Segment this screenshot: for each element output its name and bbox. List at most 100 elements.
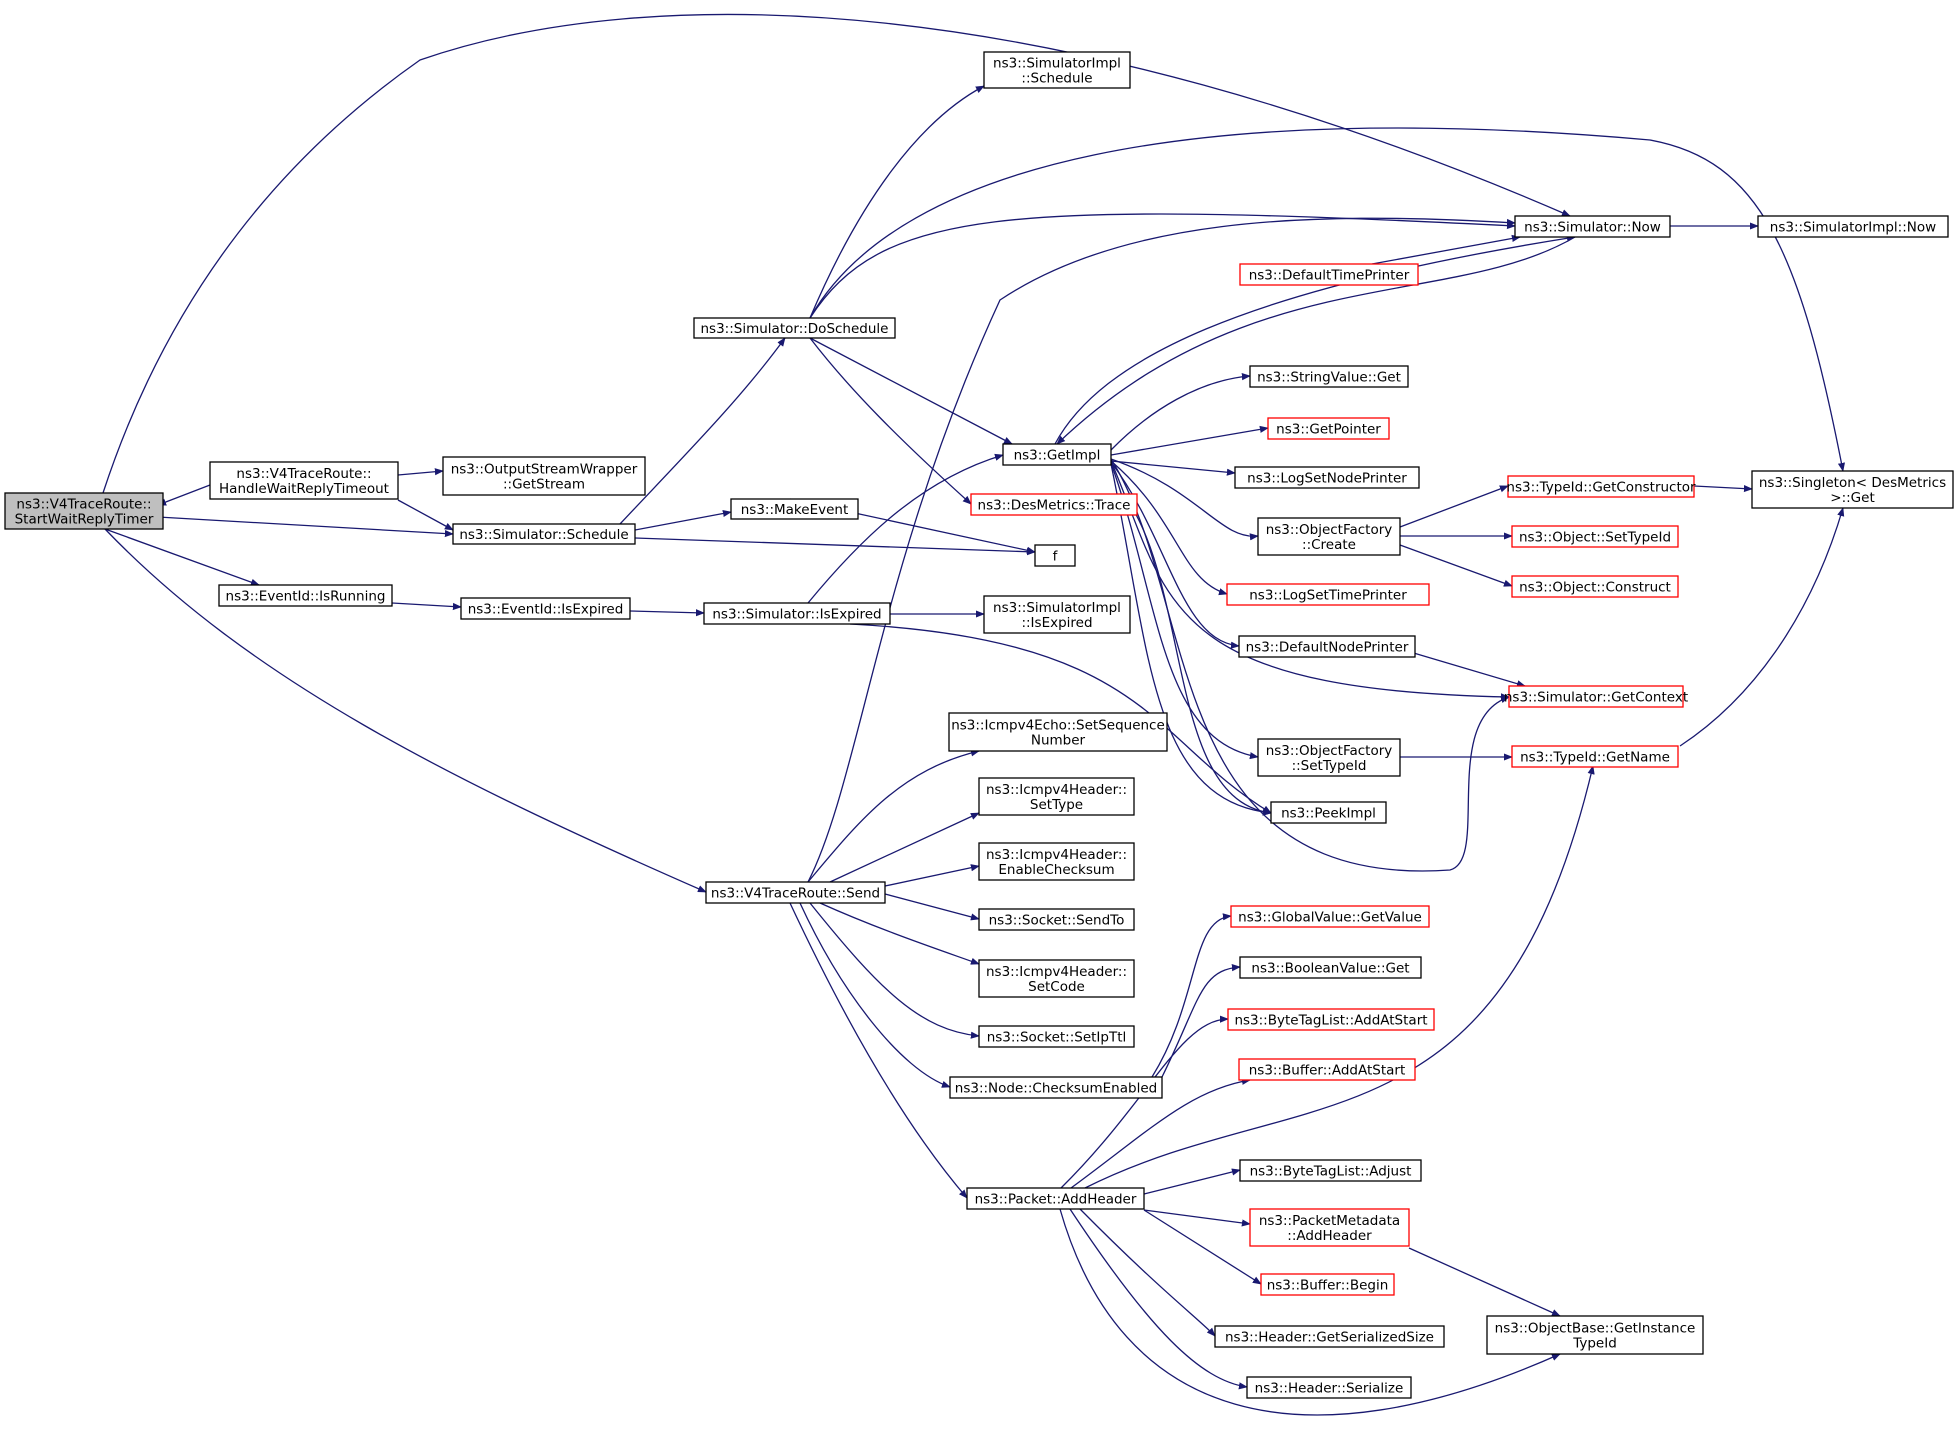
- call-edge-50: [799, 902, 951, 1088]
- node-label: ns3::MakeEvent: [741, 502, 849, 518]
- node-label: ns3::SimulatorImpl: [993, 56, 1121, 72]
- call-edge-18: [1054, 234, 1576, 445]
- node-box: [1511, 745, 1679, 768]
- node-handle[interactable]: ns3::V4TraceRoute::HandleWaitReplyTimeou…: [209, 461, 399, 500]
- call-edge-24: [1110, 458, 1259, 541]
- node-isexpired[interactable]: ns3::EventId::IsExpired: [460, 597, 631, 620]
- node-label: ns3::Node::ChecksumEnabled: [955, 1081, 1157, 1097]
- node-label: ns3::EventId::IsRunning: [226, 589, 386, 605]
- node-getcontext[interactable]: ns3::Simulator::GetContext: [1504, 685, 1688, 708]
- node-box: [1507, 475, 1695, 498]
- node-simexpired[interactable]: ns3::Simulator::IsExpired: [703, 602, 891, 625]
- node-box: [978, 959, 1135, 998]
- node-label: StartWaitReplyTimer: [15, 512, 154, 528]
- node-now[interactable]: ns3::Simulator::Now: [1514, 215, 1671, 238]
- node-f[interactable]: f: [1034, 544, 1076, 567]
- call-edge-54: [1060, 1015, 1229, 1189]
- node-box: [1514, 215, 1671, 238]
- call-edge-3: [397, 499, 454, 531]
- node-makeevent[interactable]: ns3::MakeEvent: [730, 498, 859, 520]
- node-box: [693, 317, 896, 339]
- call-edge-53: [1161, 964, 1241, 1078]
- node-enablecs[interactable]: ns3::Icmpv4Header::EnableChecksum: [978, 842, 1135, 881]
- call-edge-14: [809, 213, 1516, 319]
- call-edge-32: [1056, 236, 1576, 445]
- node-logtime[interactable]: ns3::LogSetTimePrinter: [1226, 583, 1430, 606]
- node-peekimpl[interactable]: ns3::PeekImpl: [1270, 801, 1387, 824]
- node-lognode[interactable]: ns3::LogSetNodePrinter: [1234, 466, 1420, 489]
- node-setipttl[interactable]: ns3::Socket::SetIpTtl: [978, 1025, 1135, 1048]
- node-implsched[interactable]: ns3::SimulatorImpl::Schedule: [983, 51, 1131, 89]
- node-implexpired[interactable]: ns3::SimulatorImpl::IsExpired: [983, 595, 1131, 634]
- node-deftime[interactable]: ns3::DefaultTimePrinter: [1239, 263, 1419, 286]
- node-getstream[interactable]: ns3::OutputStreamWrapper::GetStream: [442, 456, 646, 496]
- call-edge-45: [829, 812, 980, 883]
- node-bufbegin[interactable]: ns3::Buffer::Begin: [1260, 1273, 1395, 1296]
- node-getpointer[interactable]: ns3::GetPointer: [1267, 417, 1390, 440]
- node-label: ns3::EventId::IsExpired: [468, 602, 624, 618]
- node-label: ns3::GetImpl: [1014, 448, 1101, 464]
- call-edge-7: [634, 509, 732, 531]
- node-isrunning[interactable]: ns3::EventId::IsRunning: [218, 584, 393, 607]
- node-singleton[interactable]: ns3::Singleton< DesMetrics>::Get: [1751, 470, 1954, 509]
- node-stringget[interactable]: ns3::StringValue::Get: [1249, 365, 1409, 388]
- node-getimpl[interactable]: ns3::GetImpl: [1002, 443, 1112, 466]
- node-pmaddheader[interactable]: ns3::PacketMetadata::AddHeader: [1249, 1208, 1410, 1247]
- node-sendto[interactable]: ns3::Socket::SendTo: [978, 908, 1135, 931]
- node-label: ::Schedule: [1021, 71, 1092, 87]
- node-settype[interactable]: ns3::Icmpv4Header::SetType: [978, 777, 1135, 816]
- node-hdrser[interactable]: ns3::Header::Serialize: [1246, 1376, 1412, 1399]
- node-box: [983, 51, 1131, 89]
- node-getctor[interactable]: ns3::TypeId::GetConstructor: [1506, 475, 1696, 498]
- node-getvalue[interactable]: ns3::GlobalValue::GetValue: [1230, 905, 1430, 928]
- call-edge-15: [809, 127, 1845, 472]
- call-edge-44: [807, 749, 980, 883]
- node-box: [1238, 635, 1416, 658]
- node-setcode[interactable]: ns3::Icmpv4Header::SetCode: [978, 959, 1135, 998]
- call-edge-62: [1059, 1208, 1561, 1416]
- node-box: [1239, 263, 1419, 286]
- node-ofcreate[interactable]: ns3::ObjectFactory::Create: [1257, 517, 1401, 556]
- node-hdrsize[interactable]: ns3::Header::GetSerializedSize: [1214, 1325, 1445, 1348]
- node-getname[interactable]: ns3::TypeId::GetName: [1511, 745, 1679, 768]
- node-construct[interactable]: ns3::Object::Construct: [1511, 575, 1679, 598]
- node-label: ns3::Packet::AddHeader: [975, 1192, 1137, 1208]
- node-label: ns3::Icmpv4Echo::SetSequence: [951, 718, 1165, 734]
- call-edge-41: [807, 453, 1004, 604]
- node-box: [452, 523, 636, 545]
- node-label: ns3::Simulator::IsExpired: [712, 607, 881, 623]
- node-bufaddstart[interactable]: ns3::Buffer::AddAtStart: [1238, 1058, 1416, 1081]
- call-edge-21: [1110, 373, 1251, 451]
- node-label: ns3::PeekImpl: [1281, 806, 1376, 822]
- call-edge-49: [809, 902, 980, 1039]
- node-defnode[interactable]: ns3::DefaultNodePrinter: [1238, 635, 1416, 658]
- node-box: [1257, 517, 1401, 556]
- call-edge-16: [809, 337, 1013, 445]
- node-boolget[interactable]: ns3::BooleanValue::Get: [1239, 956, 1422, 979]
- node-label: ns3::Singleton< DesMetrics: [1759, 475, 1946, 491]
- node-dosched[interactable]: ns3::Simulator::DoSchedule: [693, 317, 896, 339]
- call-edge-17: [809, 337, 972, 505]
- node-sched[interactable]: ns3::Simulator::Schedule: [452, 523, 636, 545]
- node-box: [1257, 738, 1401, 777]
- node-ofsettype[interactable]: ns3::ObjectFactory::SetTypeId: [1257, 738, 1401, 777]
- node-csenabled[interactable]: ns3::Node::ChecksumEnabled: [949, 1076, 1163, 1099]
- node-objsettype[interactable]: ns3::Object::SetTypeId: [1511, 525, 1679, 548]
- node-implnow[interactable]: ns3::SimulatorImpl::Now: [1757, 215, 1949, 238]
- node-label: Number: [1031, 733, 1086, 749]
- node-btadjust[interactable]: ns3::ByteTagList::Adjust: [1239, 1159, 1422, 1182]
- call-edge-26: [1110, 461, 1240, 649]
- call-edge-22: [1110, 425, 1269, 456]
- node-trace[interactable]: ns3::DesMetrics::Trace: [970, 493, 1138, 516]
- node-addheader[interactable]: ns3::Packet::AddHeader: [966, 1187, 1145, 1210]
- node-box: [1270, 801, 1387, 824]
- node-btaddstart[interactable]: ns3::ByteTagList::AddAtStart: [1227, 1008, 1435, 1031]
- call-edge-13: [809, 85, 985, 319]
- node-box: [978, 777, 1135, 816]
- node-send[interactable]: ns3::V4TraceRoute::Send: [705, 881, 886, 904]
- node-box: [1260, 1273, 1395, 1296]
- node-root[interactable]: ns3::V4TraceRoute::StartWaitReplyTimer: [4, 492, 164, 530]
